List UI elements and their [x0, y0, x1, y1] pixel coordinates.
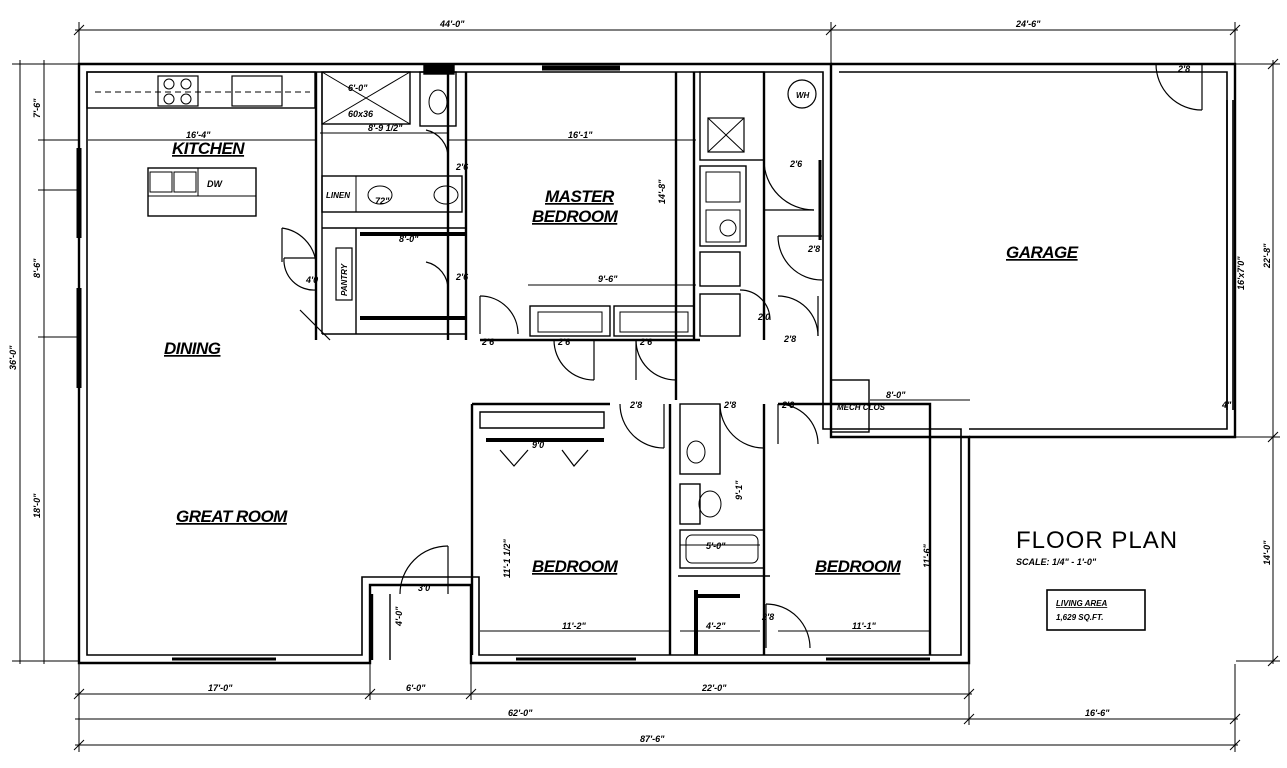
door-size: 2'6 — [455, 162, 469, 172]
living-area-label: LIVING AREA — [1056, 599, 1107, 608]
dim-left-c: 18'-0" — [32, 493, 42, 518]
dim-bed-l-d: 11'-1 1/2" — [502, 539, 512, 578]
dim-bath2-b: 5'-0" — [706, 541, 726, 551]
door-size: 2'8 — [783, 334, 796, 344]
master-label-2: BEDROOM — [532, 207, 619, 226]
dim-left-overall: 36'-0" — [8, 345, 18, 370]
dim-right-garage: 22'-8" — [1262, 243, 1272, 269]
walls — [76, 62, 1237, 665]
plan-scale: SCALE: 1/4" - 1'-0" — [1016, 557, 1097, 567]
mech-label: MECH CLOS — [837, 403, 886, 412]
dim-left-a: 7'-6" — [32, 98, 42, 118]
dim-wall-4: 4" — [1221, 400, 1232, 410]
door-size: 2'8 — [761, 612, 774, 622]
dim-closet-90: 9'0 — [532, 440, 544, 450]
dim-bottom-right: 16'-6" — [1085, 708, 1110, 718]
door-size: 2'6 — [789, 159, 803, 169]
dim-garage-step: 8'-0" — [886, 390, 906, 400]
bedroom-left-label: BEDROOM — [532, 557, 619, 576]
dim-garage-door: 16'x7'0" — [1236, 256, 1246, 290]
wh-label: WH — [796, 91, 810, 100]
door-size: 2'6 — [639, 337, 653, 347]
dim-bed-r-w: 11'-1" — [852, 621, 876, 631]
dim-bath-w: 8'-9 1/2" — [368, 123, 403, 133]
dim-top-right: 24'-6" — [1015, 19, 1041, 29]
door-size: 2'8 — [1177, 64, 1190, 74]
door-size: 3'0 — [418, 583, 430, 593]
door-size: 2'0 — [757, 312, 770, 322]
linen-label: LINEN — [326, 191, 350, 200]
door-size: 2'8 — [629, 400, 642, 410]
dim-left-b: 8'-6" — [32, 258, 42, 278]
dim-master-d: 14'-8" — [657, 179, 667, 204]
dim-bottom-total2: 87'-6" — [640, 734, 665, 744]
door-size: 2'6 — [781, 400, 795, 410]
door-size: 2'6 — [455, 272, 469, 282]
kitchen-label: KITCHEN — [172, 139, 245, 158]
dim-tub: 60x36 — [348, 109, 374, 119]
bedroom-right-label: BEDROOM — [815, 557, 902, 576]
dim-closet-w: 9'-6" — [598, 274, 618, 284]
dw-label: DW — [207, 179, 223, 189]
door-size: 2'8 — [807, 244, 820, 254]
dim-bath2-c: 4'-2" — [705, 621, 726, 631]
dim-kitchen-w: 16'-4" — [186, 130, 211, 140]
master-label-1: MASTER — [545, 187, 615, 206]
dim-bath2-a: 9'-1" — [734, 480, 744, 500]
dim-entry: 4'-0" — [394, 606, 404, 627]
plan-title: FLOOR PLAN — [1016, 527, 1178, 554]
dim-right-lower: 14'-0" — [1262, 540, 1272, 565]
dim-top-left: 44'-0" — [439, 19, 465, 29]
dim-bed-r-d: 11'-6" — [922, 544, 932, 568]
dim-bottom-a: 17'-0" — [208, 683, 233, 693]
living-area-value: 1,629 SQ.FT. — [1056, 613, 1103, 622]
pantry-label: PANTRY — [340, 263, 349, 296]
dim-closet-d: 8'-0" — [399, 234, 419, 244]
door-size: 4'0 — [305, 275, 318, 285]
great-room-label: GREAT ROOM — [176, 507, 288, 526]
door-size: 2'6 — [481, 337, 495, 347]
dim-vanity: 72" — [375, 196, 390, 206]
doors — [281, 63, 1203, 649]
garage-label: GARAGE — [1006, 243, 1079, 262]
dim-bottom-total1: 62'-0" — [508, 708, 533, 718]
door-size: 2'6 — [557, 337, 571, 347]
dim-master-w: 16'-1" — [568, 130, 593, 140]
door-size: 2'8 — [723, 400, 736, 410]
dimension-lines — [12, 22, 1280, 752]
dim-bed-l-w: 11'-2" — [562, 621, 586, 631]
dim-shower: 6'-0" — [348, 83, 368, 93]
dim-bottom-c: 22'-0" — [701, 683, 727, 693]
dining-label: DINING — [164, 339, 221, 358]
dim-bottom-b: 6'-0" — [406, 683, 426, 693]
